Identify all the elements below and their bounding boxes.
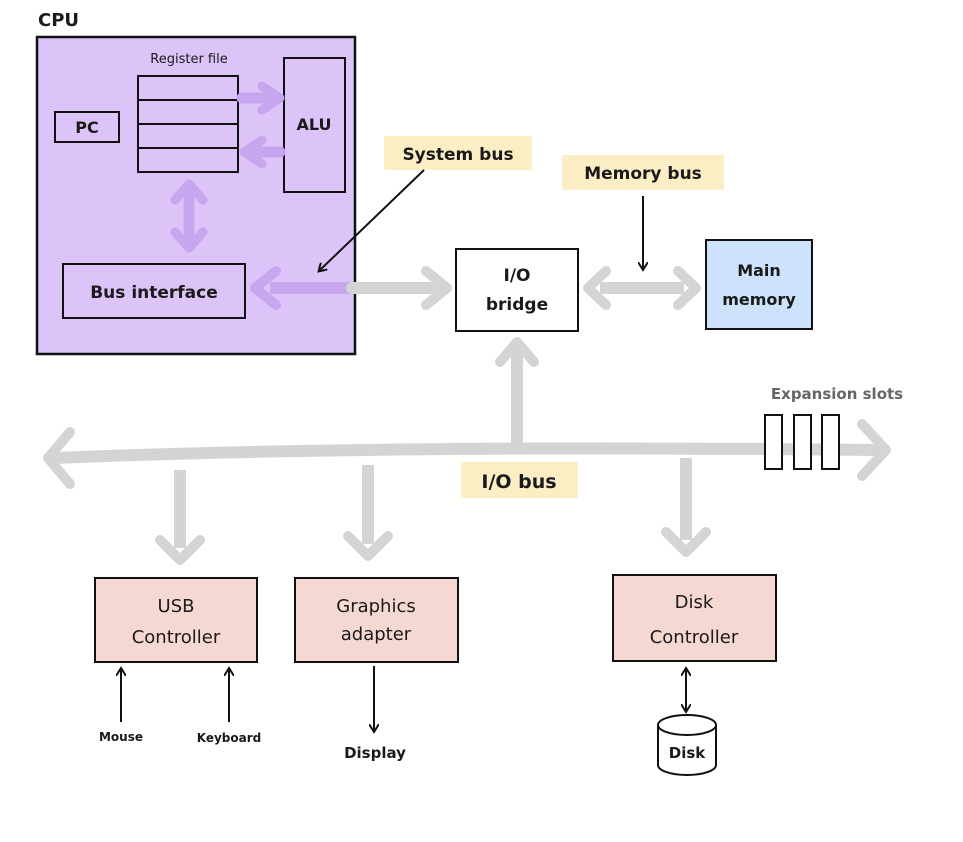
display-label: Display [344,744,406,762]
io-bus-arrow [43,419,891,489]
pc-box [54,111,120,143]
cpu-title: CPU [38,10,79,31]
alu-box [283,57,346,193]
alu-label: ALU [297,115,332,134]
register-bus-interface-arrow [170,179,208,253]
memory-bus-arrow [583,266,701,310]
io-bridge-line1: I/O [504,266,531,286]
main-memory-line2: memory [722,290,796,309]
expansion-slots-label: Expansion slots [771,385,903,403]
memory-bus-highlight [562,155,724,190]
usb-controller-line2: Controller [132,627,221,648]
keyboard-label: Keyboard [197,731,262,745]
expansion-slots [764,414,840,470]
register-file [137,75,239,173]
alu-to-register-arrow [239,135,286,169]
pc-label: PC [75,118,98,137]
system-bus-arrow [250,266,452,310]
io-bus-to-disk-arrow [661,458,711,557]
io-bus-to-usb-arrow [155,470,205,565]
disk-controller-line2: Controller [650,627,739,648]
io-bridge-line2: bridge [486,295,548,315]
memory-bus-label: Memory bus [584,164,702,184]
mouse-label: Mouse [99,730,143,744]
bus-interface-box [62,263,246,319]
graphics-adapter-line1: Graphics [336,596,416,617]
usb-controller-line1: USB [158,596,195,617]
usb-controller-box [94,577,258,663]
disk-controller-box [612,574,777,662]
graphics-adapter-box [294,577,459,663]
bridge-to-io-bus-arrow [495,337,539,448]
system-bus-pointer [320,169,425,270]
bus-interface-label: Bus interface [90,283,218,303]
system-bus-highlight [384,136,532,170]
main-memory-box [705,239,813,330]
io-bus-to-graphics-arrow [343,465,393,561]
io-bus-label: I/O bus [481,471,556,493]
main-memory-line1: Main [737,261,781,280]
disk-cylinder [657,714,717,776]
disk-controller-line1: Disk [675,592,714,613]
system-bus-label: System bus [402,145,513,165]
disk-label: Disk [669,744,707,762]
io-bus-highlight [461,462,578,498]
register-to-alu-arrow [236,81,285,115]
register-file-label: Register file [150,52,227,67]
io-bridge-box [455,248,579,332]
graphics-adapter-line2: adapter [341,624,412,645]
